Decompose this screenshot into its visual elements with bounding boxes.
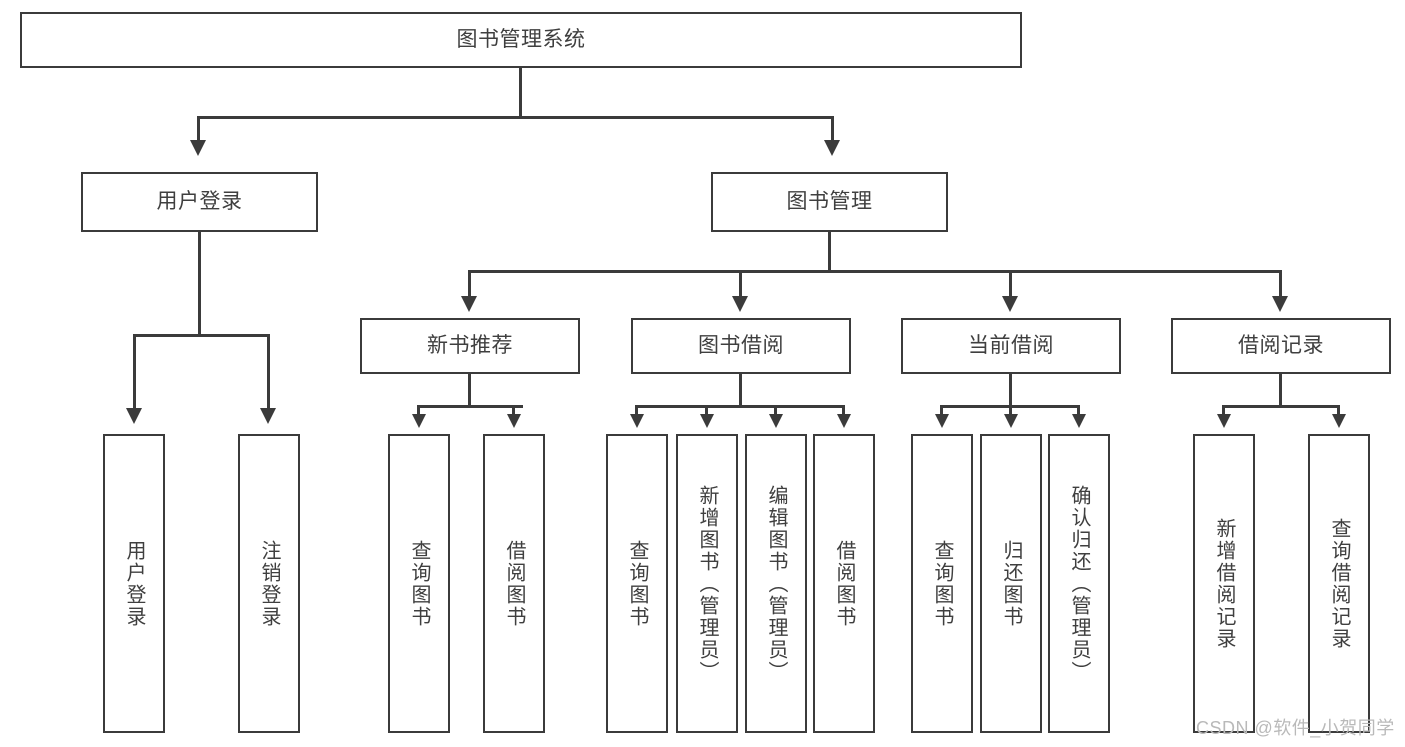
edge-book-borrow-drop-3 [774, 405, 777, 417]
leaf-label: 用户登录 [123, 539, 145, 628]
node-root-system[interactable]: 图书管理系统 [20, 12, 1022, 68]
leaf-label: 确认归还（管理员） [1068, 484, 1090, 683]
node-borrow-records[interactable]: 借阅记录 [1171, 318, 1391, 374]
arrow-borrow-records-leaf-2 [1332, 414, 1346, 428]
leaf-label: 查询图书 [931, 539, 953, 628]
leaf-label: 查询借阅记录 [1328, 517, 1350, 650]
edge-borrow-records-drop-2 [1337, 405, 1340, 417]
arrow-book-borrow-leaf-1 [630, 414, 644, 428]
edge-borrow-records-stem [1279, 374, 1282, 407]
arrow-book-manage-to-records [1272, 296, 1288, 312]
node-book-management[interactable]: 图书管理 [711, 172, 948, 232]
leaf-current-borrow-query-book[interactable]: 查询图书 [911, 434, 973, 733]
leaf-borrow-records-query-record[interactable]: 查询借阅记录 [1308, 434, 1370, 733]
edge-book-manage-bus [468, 270, 1282, 273]
edge-book-manage-drop-3 [1009, 270, 1012, 300]
arrow-book-borrow-leaf-3 [769, 414, 783, 428]
edge-new-book-stem [468, 374, 471, 407]
leaf-new-book-borrow-book[interactable]: 借阅图书 [483, 434, 545, 733]
edge-current-borrow-drop-3 [1077, 405, 1080, 417]
leaf-new-book-query-book[interactable]: 查询图书 [388, 434, 450, 733]
node-user-login[interactable]: 用户登录 [81, 172, 318, 232]
leaf-label: 查询图书 [626, 539, 648, 628]
arrow-current-borrow-leaf-3 [1072, 414, 1086, 428]
edge-book-manage-drop-2 [739, 270, 742, 300]
edge-user-login-drop-1 [133, 334, 136, 412]
edge-book-manage-drop-1 [468, 270, 471, 300]
edge-user-login-drop-2 [267, 334, 270, 412]
arrow-borrow-records-leaf-1 [1217, 414, 1231, 428]
arrow-book-borrow-leaf-4 [837, 414, 851, 428]
edge-root-bus [197, 116, 834, 119]
edge-book-manage-drop-4 [1279, 270, 1282, 300]
leaf-label: 借阅图书 [833, 539, 855, 628]
edge-borrow-records-drop-1 [1222, 405, 1225, 417]
arrow-root-to-book-manage [824, 140, 840, 156]
edge-new-book-bus [417, 405, 523, 408]
arrow-book-manage-to-new-book [461, 296, 477, 312]
arrow-user-login-leaf-1 [126, 408, 142, 424]
edge-borrow-records-bus [1222, 405, 1340, 408]
leaf-user-login-logout[interactable]: 注销登录 [238, 434, 300, 733]
edge-book-borrow-drop-2 [705, 405, 708, 417]
edge-new-book-drop-2 [512, 405, 515, 417]
edge-user-login-bus [133, 334, 270, 337]
leaf-label: 新增借阅记录 [1213, 517, 1235, 650]
node-new-book-recommend[interactable]: 新书推荐 [360, 318, 580, 374]
edge-book-borrow-drop-1 [635, 405, 638, 417]
leaf-label: 归还图书 [1000, 539, 1022, 628]
leaf-label: 注销登录 [258, 539, 280, 628]
arrow-current-borrow-leaf-2 [1004, 414, 1018, 428]
arrow-user-login-leaf-2 [260, 408, 276, 424]
arrow-book-borrow-leaf-2 [700, 414, 714, 428]
leaf-user-login-login[interactable]: 用户登录 [103, 434, 165, 733]
leaf-current-borrow-return-book[interactable]: 归还图书 [980, 434, 1042, 733]
arrow-book-manage-to-current [1002, 296, 1018, 312]
leaf-book-borrow-borrow-book[interactable]: 借阅图书 [813, 434, 875, 733]
leaf-label: 查询图书 [408, 539, 430, 628]
edge-current-borrow-drop-2 [1009, 405, 1012, 417]
edge-root-to-book-manage [831, 116, 834, 144]
leaf-borrow-records-add-record[interactable]: 新增借阅记录 [1193, 434, 1255, 733]
arrow-root-to-user-login [190, 140, 206, 156]
edge-book-borrow-stem [739, 374, 742, 407]
edge-book-borrow-drop-4 [842, 405, 845, 417]
arrow-book-manage-to-borrow [732, 296, 748, 312]
arrow-current-borrow-leaf-1 [935, 414, 949, 428]
node-book-borrow[interactable]: 图书借阅 [631, 318, 851, 374]
leaf-label: 编辑图书（管理员） [765, 484, 787, 683]
leaf-book-borrow-edit-book[interactable]: 编辑图书（管理员） [745, 434, 807, 733]
leaf-book-borrow-query-book[interactable]: 查询图书 [606, 434, 668, 733]
edge-book-manage-stem [828, 232, 831, 272]
edge-book-borrow-bus [635, 405, 843, 408]
arrow-new-book-leaf-1 [412, 414, 426, 428]
leaf-label: 新增图书（管理员） [696, 484, 718, 683]
edge-current-borrow-stem [1009, 374, 1012, 407]
leaf-current-borrow-confirm-return[interactable]: 确认归还（管理员） [1048, 434, 1110, 733]
leaf-book-borrow-add-book[interactable]: 新增图书（管理员） [676, 434, 738, 733]
node-current-borrow[interactable]: 当前借阅 [901, 318, 1121, 374]
edge-root-to-user-login [197, 116, 200, 144]
edge-user-login-stem [198, 232, 201, 336]
leaf-label: 借阅图书 [503, 539, 525, 628]
edge-root-stem [519, 68, 522, 118]
edge-new-book-drop-1 [417, 405, 420, 417]
arrow-new-book-leaf-2 [507, 414, 521, 428]
edge-current-borrow-drop-1 [940, 405, 943, 417]
